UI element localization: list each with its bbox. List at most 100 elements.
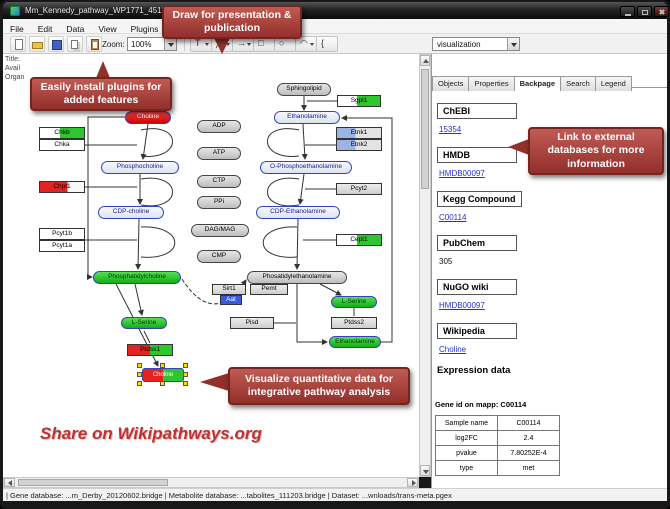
node-ptdss1[interactable]: Ptdss1 [127,344,173,356]
backpage-link-kegg-compound[interactable]: C00114 [439,213,467,222]
scroll-left-icon[interactable] [4,478,15,487]
tab-legend[interactable]: Legend [594,75,632,91]
table-cell: C00114 [497,415,560,431]
backpage-link-nugo-wiki[interactable]: HMDB00097 [439,301,485,310]
node-choline[interactable]: Choline [142,368,184,382]
node-pemt[interactable]: Pemt [250,284,288,295]
chevron-down-icon[interactable] [247,43,251,46]
node-pcyt1a[interactable]: Pcyt1a [39,240,85,252]
node-l-serine[interactable]: L-Serine [121,317,167,329]
callout-draw: Draw for presentation & publication [162,5,302,39]
selection-handle[interactable] [160,381,165,386]
node-etnk1[interactable]: Etnk1 [336,127,382,139]
menu-plugins[interactable]: Plugins [130,24,159,34]
horizontal-scroll-thumb[interactable] [18,479,168,486]
save-icon[interactable] [48,36,64,52]
open-folder-icon[interactable] [29,36,45,52]
app-icon [10,6,20,16]
node-phosatidylethanolamine[interactable]: Phosatidylethanolamine [247,271,347,284]
callout-plugins: Easily install plugins for added feature… [30,77,172,111]
toolbar: Zoom: 100% visualization T╱→□○◠{ [3,34,667,54]
table-cell: type [435,460,498,476]
vertical-scroll-thumb[interactable] [421,69,429,189]
maximize-button[interactable] [637,6,652,17]
backpage-section-hmdb: HMDB HMDB00097 [437,145,659,178]
tab-backpage[interactable]: Backpage [513,75,562,91]
node-chkb[interactable]: Chkb [39,127,85,139]
node-pisd[interactable]: Pisd [230,317,274,329]
selection-handle[interactable] [137,372,142,377]
node-sphingolipid[interactable]: Sphingolipid [277,83,331,96]
brace-tool[interactable]: { [316,36,338,52]
tab-objects[interactable]: Objects [432,75,470,91]
node-cept1[interactable]: Cept1 [336,234,382,246]
node-ppi[interactable]: PPi [197,196,241,209]
scroll-down-icon[interactable] [420,465,430,476]
selection-handle[interactable] [137,381,142,386]
menu-data[interactable]: Data [66,24,85,34]
node-etnk2[interactable]: Etnk2 [336,139,382,151]
node-dag-mag[interactable]: DAG/MAG [191,224,249,237]
backpage-link-chebi[interactable]: 15354 [439,125,462,134]
menu-view[interactable]: View [98,24,117,34]
node-adp[interactable]: ADP [197,120,241,133]
minimize-button[interactable] [620,6,635,17]
node-l-serine[interactable]: L-Serine [331,296,377,308]
callout-pointer [214,38,230,54]
node-atp[interactable]: ATP [197,147,241,160]
node-ptdss2[interactable]: Ptdss2 [331,317,377,329]
chevron-down-icon[interactable] [164,38,176,50]
node-choline[interactable]: Choline [125,111,171,124]
backpage-link-wikipedia[interactable]: Choline [439,345,467,354]
horizontal-scrollbar[interactable] [3,477,419,488]
node-phosphocholine[interactable]: Phosphocholine [101,161,179,174]
menu-edit[interactable]: Edit [37,24,53,34]
node-cmp[interactable]: CMP [197,250,241,263]
node-chpt1[interactable]: Chpt1 [39,181,85,193]
node-cdp-ethanolamine[interactable]: CDP-Ethanolamine [256,206,340,219]
node-ctp[interactable]: CTP [197,175,241,188]
table-cell: 2.4 [497,430,560,446]
copy-icon[interactable] [67,36,83,52]
node-cdp-choline[interactable]: CDP-choline [98,206,164,219]
backpage-header-hmdb: HMDB [437,147,517,163]
node-pcyt2[interactable]: Pcyt2 [336,183,382,195]
selection-handle[interactable] [183,381,188,386]
chevron-down-icon[interactable] [205,43,209,46]
scroll-up-icon[interactable] [420,55,430,66]
node-ethanolamine[interactable]: Ethanolamine [274,111,340,124]
node-pcyt1b[interactable]: Pcyt1b [39,228,85,240]
node-sirt1[interactable]: Sirt1 [212,284,246,295]
node-chka[interactable]: Chka [39,139,85,151]
selection-handle[interactable] [137,363,142,368]
tab-properties[interactable]: Properties [468,75,515,91]
chevron-down-icon[interactable] [507,38,519,50]
selection-handle[interactable] [183,363,188,368]
share-on-wikipathways-text: Share on Wikipathways.org [40,424,262,443]
zoom-combobox[interactable]: 100% [127,37,177,51]
tab-search[interactable]: Search [560,75,596,91]
selection-handle[interactable] [183,372,188,377]
backpage-link-hmdb[interactable]: HMDB00097 [439,169,485,178]
selection-handle[interactable] [160,363,165,368]
paste-icon[interactable] [86,36,102,52]
pathway-canvas[interactable] [3,54,419,477]
node-phosphatidylcholine[interactable]: Phosphatidylcholine [93,271,181,284]
node-aat[interactable]: Aat [220,295,242,305]
node-sgpl1[interactable]: Sgpl1 [337,95,381,107]
scroll-right-icon[interactable] [407,478,418,487]
vertical-scrollbar[interactable] [419,54,431,477]
chevron-down-icon[interactable] [310,43,314,46]
toolbar-separator [184,37,185,51]
gene-id-on-mapp-line: Gene id on mapp: C00114 [435,400,527,409]
visualization-combobox[interactable]: visualization [432,37,520,51]
new-file-icon[interactable] [10,36,26,52]
callout-link-databases: Link to external databases for more info… [528,127,664,175]
callout-visualize: Visualize quantitative data for integrat… [228,367,410,405]
node-ethanolamine[interactable]: Ethanolamine [329,336,381,348]
node-o-phosphoethanolamine[interactable]: O-Phosphoethanolamine [260,161,352,174]
menu-file[interactable]: File [10,24,24,34]
backpage-header-chebi: ChEBI [437,103,517,119]
close-button[interactable] [654,6,669,17]
